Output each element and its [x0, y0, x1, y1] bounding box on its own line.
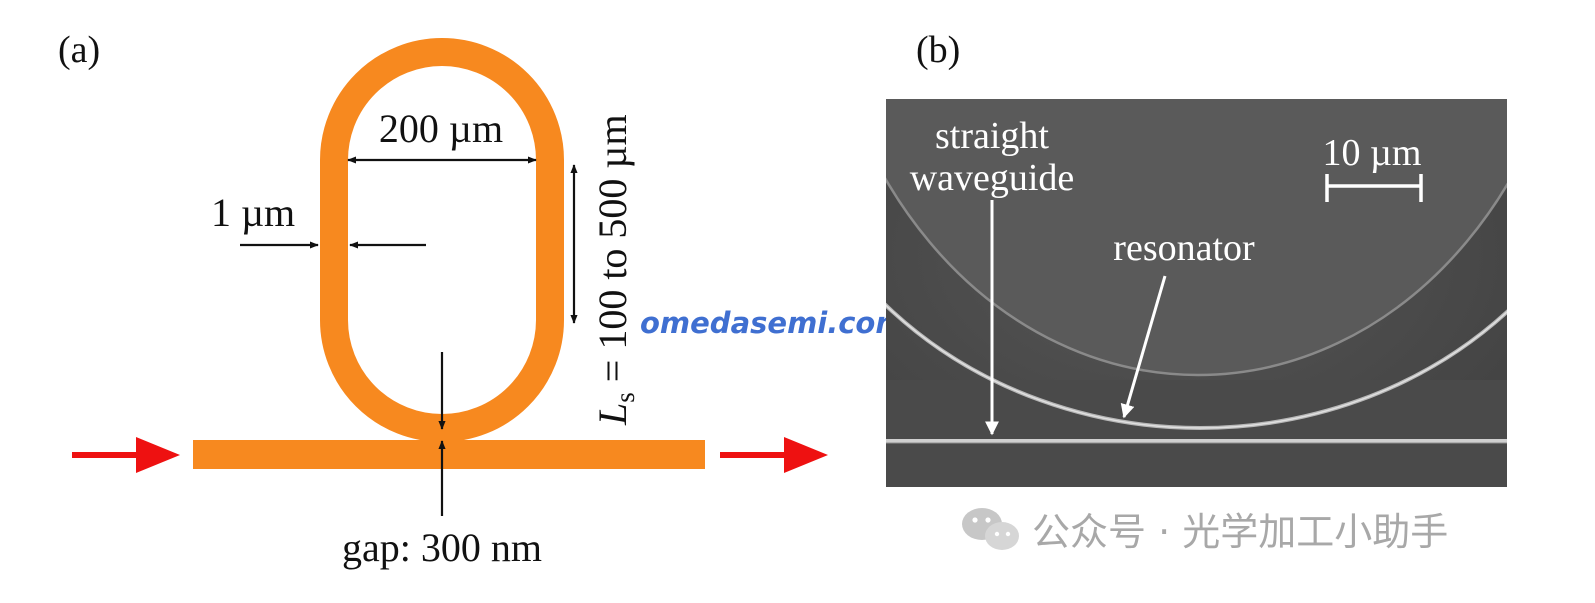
- scale-bar-label: 10 µm: [1323, 132, 1422, 174]
- straight-label-line2: waveguide: [910, 157, 1075, 199]
- sem-disk-region: [886, 99, 1507, 375]
- wechat-icon: [962, 508, 1019, 550]
- resonator-pointer: [1120, 275, 1167, 419]
- length-label: Ls = 100 to 500 µm: [590, 114, 640, 426]
- panel-b-label: (b): [916, 29, 960, 71]
- scale-bar: [1325, 174, 1423, 202]
- site-watermark: omedasemi.com: [640, 306, 906, 340]
- panel-a-label: (a): [58, 29, 100, 71]
- input-arrow: [72, 437, 180, 473]
- straight-label-line1: straight: [935, 115, 1049, 157]
- gap-label: gap: 300 nm: [342, 525, 542, 570]
- racetrack-resonator: [320, 38, 564, 442]
- bus-waveguide: [193, 440, 705, 469]
- waveguide-width-label: 1 µm: [211, 190, 295, 235]
- resonator-label: resonator: [1113, 227, 1255, 269]
- output-arrow: [720, 437, 828, 473]
- svg-text:Ls = 100 to 500 µm: Ls = 100 to 500 µm: [590, 114, 640, 426]
- account-watermark: 公众号 · 光学加工小助手: [1032, 510, 1448, 554]
- width-label: 200 µm: [379, 106, 503, 151]
